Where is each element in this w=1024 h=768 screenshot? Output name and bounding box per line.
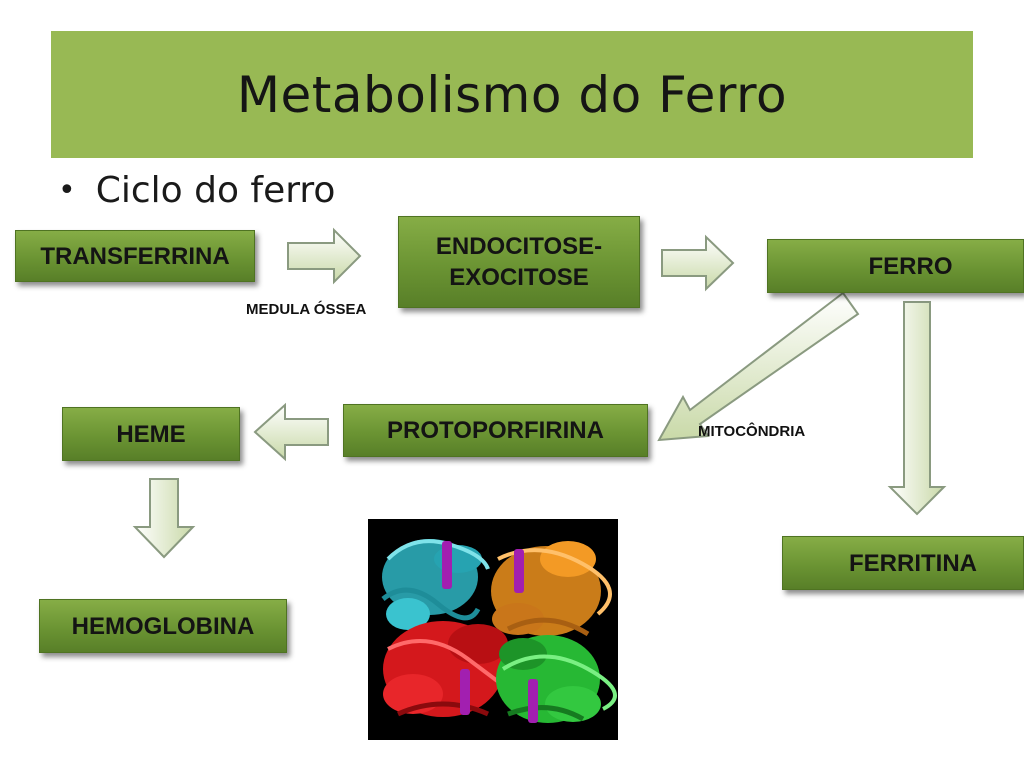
label-mitocondria: MITOCÔNDRIA xyxy=(698,423,806,440)
node-heme-label: HEME xyxy=(116,420,186,448)
arrow-ferro-to-ferritina xyxy=(887,301,947,516)
protein-ribbon-illustration xyxy=(368,519,618,740)
node-hemoglobina: HEMOGLOBINA xyxy=(39,599,287,653)
arrow-endocitose-to-ferro xyxy=(661,234,735,292)
arrow-protoporfirina-to-heme xyxy=(253,402,329,462)
title-bar: Metabolismo do Ferro xyxy=(51,31,973,158)
node-ferritina-label: FERRITINA xyxy=(849,549,977,577)
arrow-transferrina-to-endocitose xyxy=(287,227,362,285)
node-endocitose-exocitose: ENDOCITOSE- EXOCITOSE xyxy=(398,216,640,308)
node-ferritina: FERRITINA xyxy=(782,536,1024,590)
node-protoporfirina-label: PROTOPORFIRINA xyxy=(387,417,604,444)
bullet-text: Ciclo do ferro xyxy=(95,170,336,211)
green-subunit xyxy=(496,635,617,723)
node-ferro-label: FERRO xyxy=(868,252,953,280)
bullet-item: • Ciclo do ferro xyxy=(58,170,335,211)
node-protoporfirina: PROTOPORFIRINA xyxy=(343,404,648,457)
node-endocitose-line1: ENDOCITOSE- xyxy=(435,233,603,260)
node-transferrina: TRANSFERRINA xyxy=(15,230,255,282)
arrow-heme-to-hemoglobina xyxy=(132,478,196,559)
node-ferro: FERRO xyxy=(767,239,1024,293)
label-medula-ossea: MEDULA ÓSSEA xyxy=(246,301,367,318)
bullet-dot-icon: • xyxy=(58,173,76,208)
arrow-ferro-to-protoporfirina xyxy=(657,291,860,442)
node-heme: HEME xyxy=(62,407,240,461)
heme-groups xyxy=(442,541,538,723)
node-transferrina-label: TRANSFERRINA xyxy=(40,242,230,270)
red-subunit xyxy=(383,621,510,717)
node-endocitose-line2: EXOCITOSE xyxy=(449,264,589,291)
hemoglobin-protein-image xyxy=(368,519,618,740)
node-hemoglobina-label: HEMOGLOBINA xyxy=(71,612,255,640)
page-title: Metabolismo do Ferro xyxy=(236,65,788,124)
